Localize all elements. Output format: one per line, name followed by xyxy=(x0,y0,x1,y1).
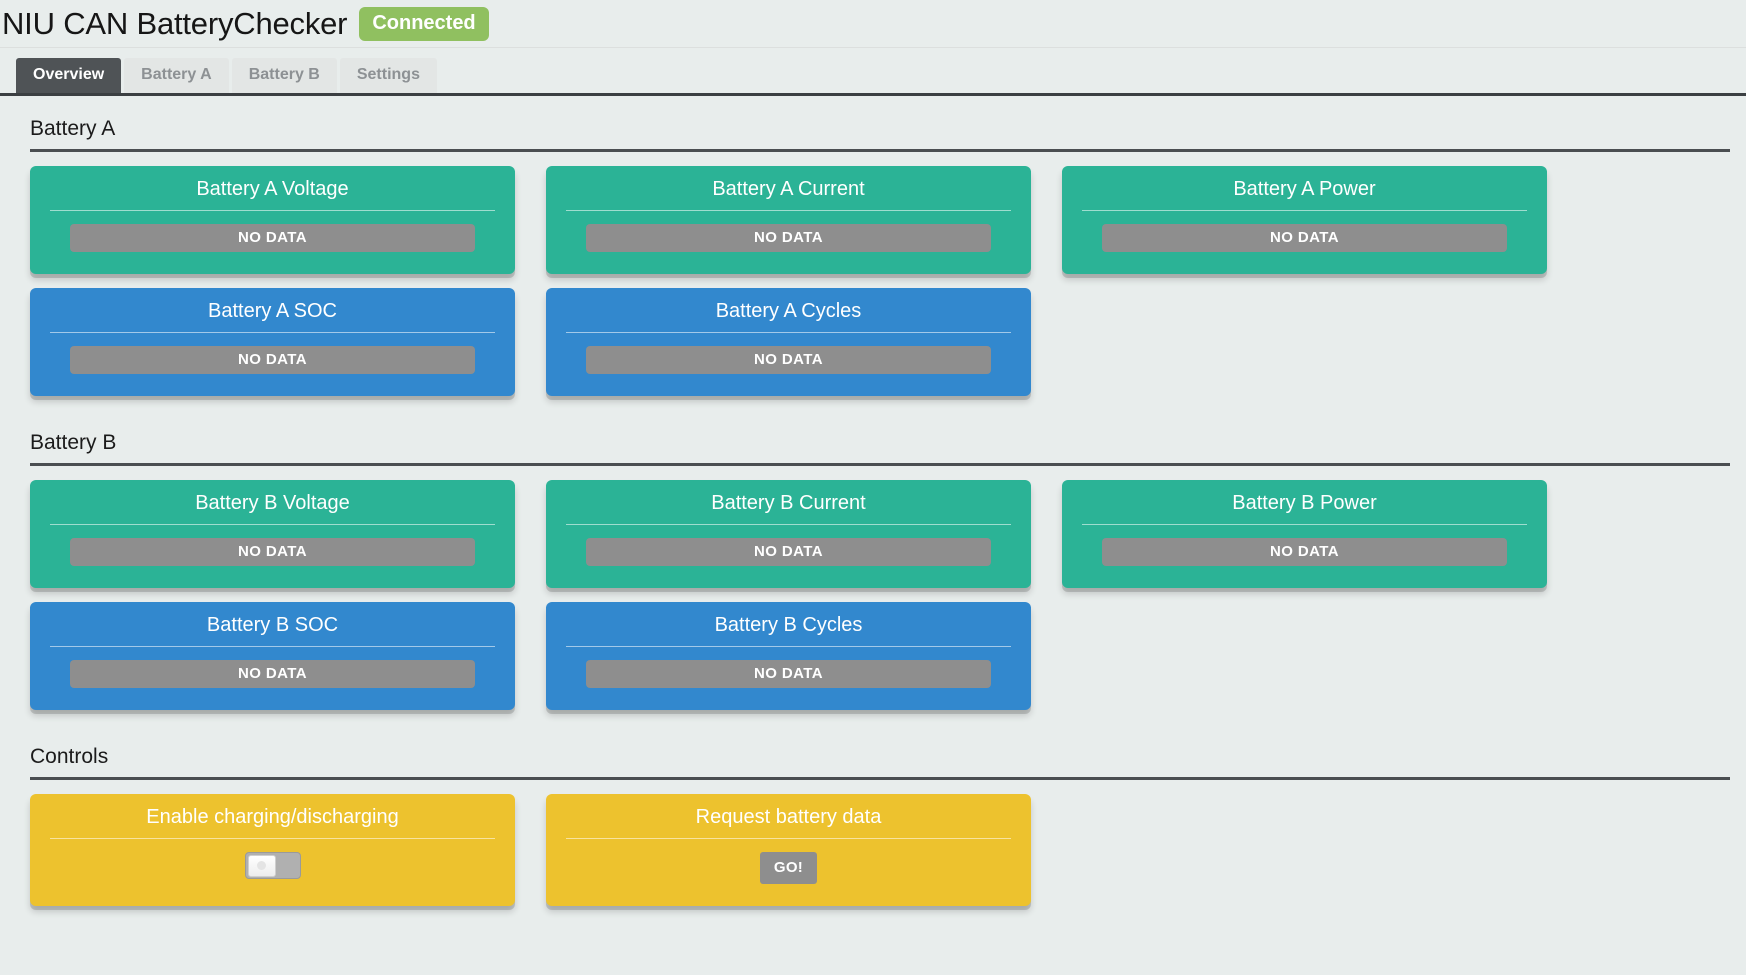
card-battery-b-cycles: Battery B Cycles NO DATA xyxy=(546,602,1031,710)
card-divider xyxy=(566,646,1011,647)
card-title: Battery A Cycles xyxy=(715,300,862,322)
card-body: NO DATA xyxy=(48,224,497,252)
card-title: Battery B Voltage xyxy=(195,492,350,514)
section-title: Battery A xyxy=(30,117,116,140)
card-body: NO DATA xyxy=(48,538,497,566)
no-data-badge: NO DATA xyxy=(70,538,475,566)
tab-overview[interactable]: Overview xyxy=(16,58,122,93)
no-data-badge: NO DATA xyxy=(70,346,475,374)
card-divider xyxy=(566,332,1011,333)
card-battery-a-current: Battery A Current NO DATA xyxy=(546,166,1031,274)
card-divider xyxy=(50,332,495,333)
card-title: Request battery data xyxy=(695,806,882,828)
card-row: Battery B SOC NO DATA Battery B Cycles NO D… xyxy=(16,602,1730,710)
card-battery-a-voltage: Battery A Voltage NO DATA xyxy=(30,166,515,274)
no-data-badge: NO DATA xyxy=(1102,538,1507,566)
card-title: Battery A SOC xyxy=(208,300,337,322)
card-title: Enable charging/discharging xyxy=(146,806,399,828)
card-body: NO DATA xyxy=(48,346,497,374)
card-battery-b-voltage: Battery B Voltage NO DATA xyxy=(30,480,515,588)
app-header: NIU CAN BatteryChecker Connected xyxy=(0,0,1746,48)
no-data-badge: NO DATA xyxy=(586,346,991,374)
card-divider xyxy=(50,838,495,839)
card-divider xyxy=(50,524,495,525)
card-title: Battery B Current xyxy=(711,492,866,514)
card-body: NO DATA xyxy=(1080,224,1529,252)
request-battery-data-button[interactable]: GO! xyxy=(759,852,818,884)
card-body: NO DATA xyxy=(564,224,1013,252)
card-divider xyxy=(566,524,1011,525)
card-battery-b-current: Battery B Current NO DATA xyxy=(546,480,1031,588)
card-body xyxy=(48,852,497,879)
card-enable-charging-discharging[interactable]: Enable charging/discharging xyxy=(30,794,515,906)
card-battery-a-cycles: Battery A Cycles NO DATA xyxy=(546,288,1031,396)
card-battery-a-soc: Battery A SOC NO DATA xyxy=(30,288,515,396)
card-battery-a-power: Battery A Power NO DATA xyxy=(1062,166,1547,274)
card-title: Battery A Voltage xyxy=(196,178,349,200)
card-battery-b-soc: Battery B SOC NO DATA xyxy=(30,602,515,710)
enable-charging-toggle[interactable] xyxy=(244,852,301,879)
card-body: NO DATA xyxy=(1080,538,1529,566)
card-divider xyxy=(1082,524,1527,525)
card-body: GO! xyxy=(564,852,1013,884)
section-title: Battery B xyxy=(30,431,117,454)
toggle-knob xyxy=(247,854,276,877)
card-battery-b-power: Battery B Power NO DATA xyxy=(1062,480,1547,588)
card-divider xyxy=(50,646,495,647)
no-data-badge: NO DATA xyxy=(1102,224,1507,252)
connection-status-badge: Connected xyxy=(359,6,489,41)
section-title: Controls xyxy=(30,745,109,768)
tab-settings[interactable]: Settings xyxy=(339,58,437,93)
card-body: NO DATA xyxy=(48,660,497,688)
no-data-badge: NO DATA xyxy=(586,660,991,688)
tab-battery-b[interactable]: Battery B xyxy=(231,58,337,93)
section-divider xyxy=(30,149,1730,152)
card-body: NO DATA xyxy=(564,538,1013,566)
card-divider xyxy=(50,210,495,211)
card-body: NO DATA xyxy=(564,660,1013,688)
card-body: NO DATA xyxy=(564,346,1013,374)
tab-battery-a[interactable]: Battery A xyxy=(124,58,229,93)
section-divider xyxy=(30,463,1730,466)
no-data-badge: NO DATA xyxy=(70,224,475,252)
card-divider xyxy=(566,210,1011,211)
card-title: Battery B SOC xyxy=(206,614,339,636)
card-title: Battery B Power xyxy=(1232,492,1377,514)
card-divider xyxy=(566,838,1011,839)
card-row: Battery A SOC NO DATA Battery A Cycles NO D… xyxy=(16,288,1730,396)
no-data-badge: NO DATA xyxy=(70,660,475,688)
page-title: NIU CAN BatteryChecker xyxy=(2,6,348,41)
card-title: Battery A Power xyxy=(1233,178,1376,200)
card-title: Battery A Current xyxy=(712,178,865,200)
no-data-badge: NO DATA xyxy=(586,224,991,252)
card-title: Battery B Cycles xyxy=(714,614,863,636)
card-row: Enable charging/discharging Request batte… xyxy=(16,794,1730,906)
no-data-badge: NO DATA xyxy=(586,538,991,566)
card-divider xyxy=(1082,210,1527,211)
section-divider xyxy=(30,777,1730,780)
